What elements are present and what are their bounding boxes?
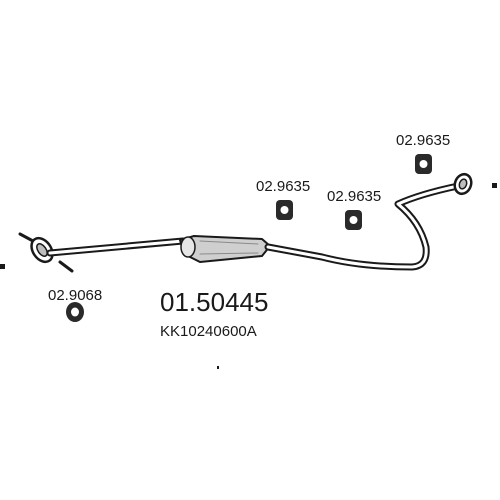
exhaust-pipe-assembly bbox=[18, 172, 473, 273]
left-edge-marker bbox=[0, 264, 5, 269]
rubber-hanger-icon bbox=[276, 200, 293, 220]
oem-reference: KK10240600A bbox=[160, 323, 257, 340]
middle-silencer-icon bbox=[179, 235, 271, 263]
part-number: 01.50445 bbox=[160, 287, 268, 317]
component-02-9635-b: 02.9635 bbox=[327, 188, 381, 230]
component-label: 02.9635 bbox=[327, 188, 381, 205]
rubber-ring-icon bbox=[66, 302, 84, 322]
component-label: 02.9635 bbox=[256, 178, 310, 195]
front-flange-icon bbox=[18, 232, 74, 273]
rubber-hanger-icon bbox=[415, 154, 432, 174]
component-02-9635-c: 02.9635 bbox=[396, 132, 450, 174]
component-02-9068: 02.9068 bbox=[48, 287, 102, 322]
rear-flange-icon bbox=[453, 172, 473, 196]
rubber-hanger-icon bbox=[345, 210, 362, 230]
dot-marker bbox=[217, 366, 219, 369]
component-label: 02.9635 bbox=[396, 132, 450, 149]
component-label: 02.9068 bbox=[48, 287, 102, 304]
right-edge-marker bbox=[492, 183, 497, 188]
component-02-9635-a: 02.9635 bbox=[256, 178, 310, 220]
